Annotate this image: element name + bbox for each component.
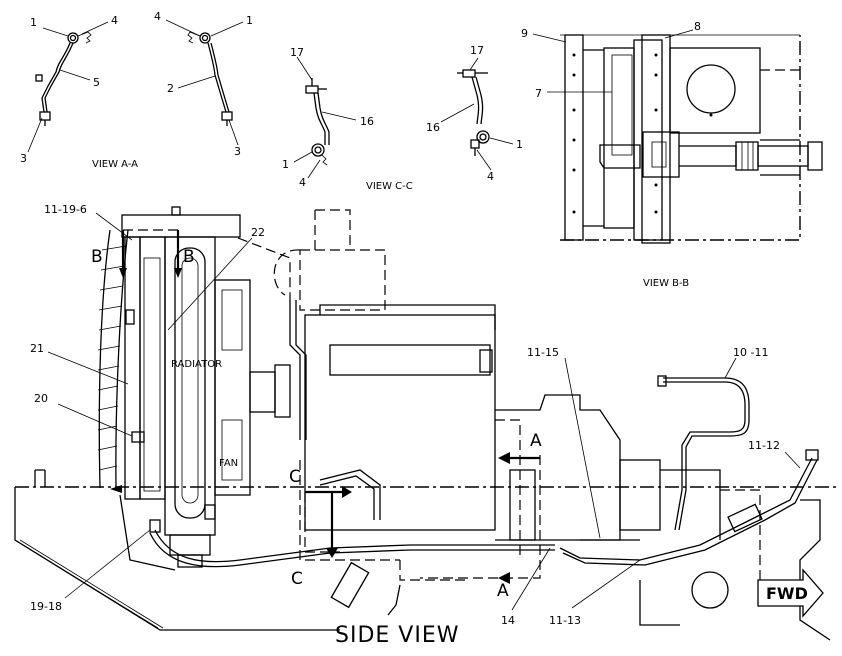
callout-aa-right-3: 3 [234,145,241,158]
view-cc-caption: VIEW C-C [366,181,413,192]
engine-block [273,209,521,581]
callout-14: 14 [501,614,515,627]
callout-aa-left-1: 1 [30,16,37,29]
section-marker-c-bottom: C [291,569,303,589]
view-cc-left-bracket [305,78,330,166]
callout-cc-left-17: 17 [290,46,304,59]
callout-21: 21 [30,342,44,355]
callout-cc-left-4: 4 [299,176,306,189]
callout-aa-left-3: 3 [20,152,27,165]
view-cc-right-bracket [457,69,490,156]
section-marker-c-top: C [289,467,301,487]
callout-19-18: 19-18 [30,600,62,613]
callout-bb-8: 8 [694,20,701,33]
fwd-label: FWD [766,584,808,603]
callout-11-15: 11-15 [527,346,559,359]
view-aa-caption: VIEW A-A [92,159,138,170]
callout-11-13: 11-13 [549,614,581,627]
fwd-arrow [757,568,824,618]
callout-cc-right-4: 4 [487,170,494,183]
view-aa-left-bracket [35,31,92,126]
callout-cc-left-1: 1 [282,158,289,171]
callout-aa-left-4: 4 [111,14,118,27]
section-marker-a-bottom: A [497,581,509,601]
fan-label: FAN [219,458,238,469]
callout-aa-right-2: 2 [167,82,174,95]
callout-aa-right-1: 1 [246,14,253,27]
side-view-caption: SIDE VIEW [335,623,459,648]
callout-cc-right-17: 17 [470,44,484,57]
callout-11-19-6: 11-19-6 [44,203,87,216]
view-bb-caption: VIEW B-B [643,278,689,289]
section-marker-b-left: B [91,247,103,267]
callout-20: 20 [34,392,48,405]
callout-22: 22 [251,226,265,239]
section-marker-b-right: B [183,247,195,267]
view-aa-right-bracket [187,31,233,126]
section-markers [110,229,541,584]
callout-cc-left-16: 16 [360,115,374,128]
callout-bb-7: 7 [535,87,542,100]
radiator-label: RADIATOR [171,359,222,370]
view-bb-drawing [560,34,823,244]
callout-aa-left-5: 5 [93,76,100,89]
radiator [121,206,291,568]
callout-cc-right-1: 1 [516,138,523,151]
section-marker-a-top: A [530,431,542,451]
callout-aa-right-4: 4 [154,10,161,23]
callout-cc-right-16: 16 [426,121,440,134]
callout-bb-9: 9 [521,27,528,40]
callout-11-12: 11-12 [748,439,780,452]
callout-10-11: 10 -11 [733,346,768,359]
fluid-lines [119,375,819,609]
transmission [495,394,831,641]
chassis-frame [14,469,840,631]
